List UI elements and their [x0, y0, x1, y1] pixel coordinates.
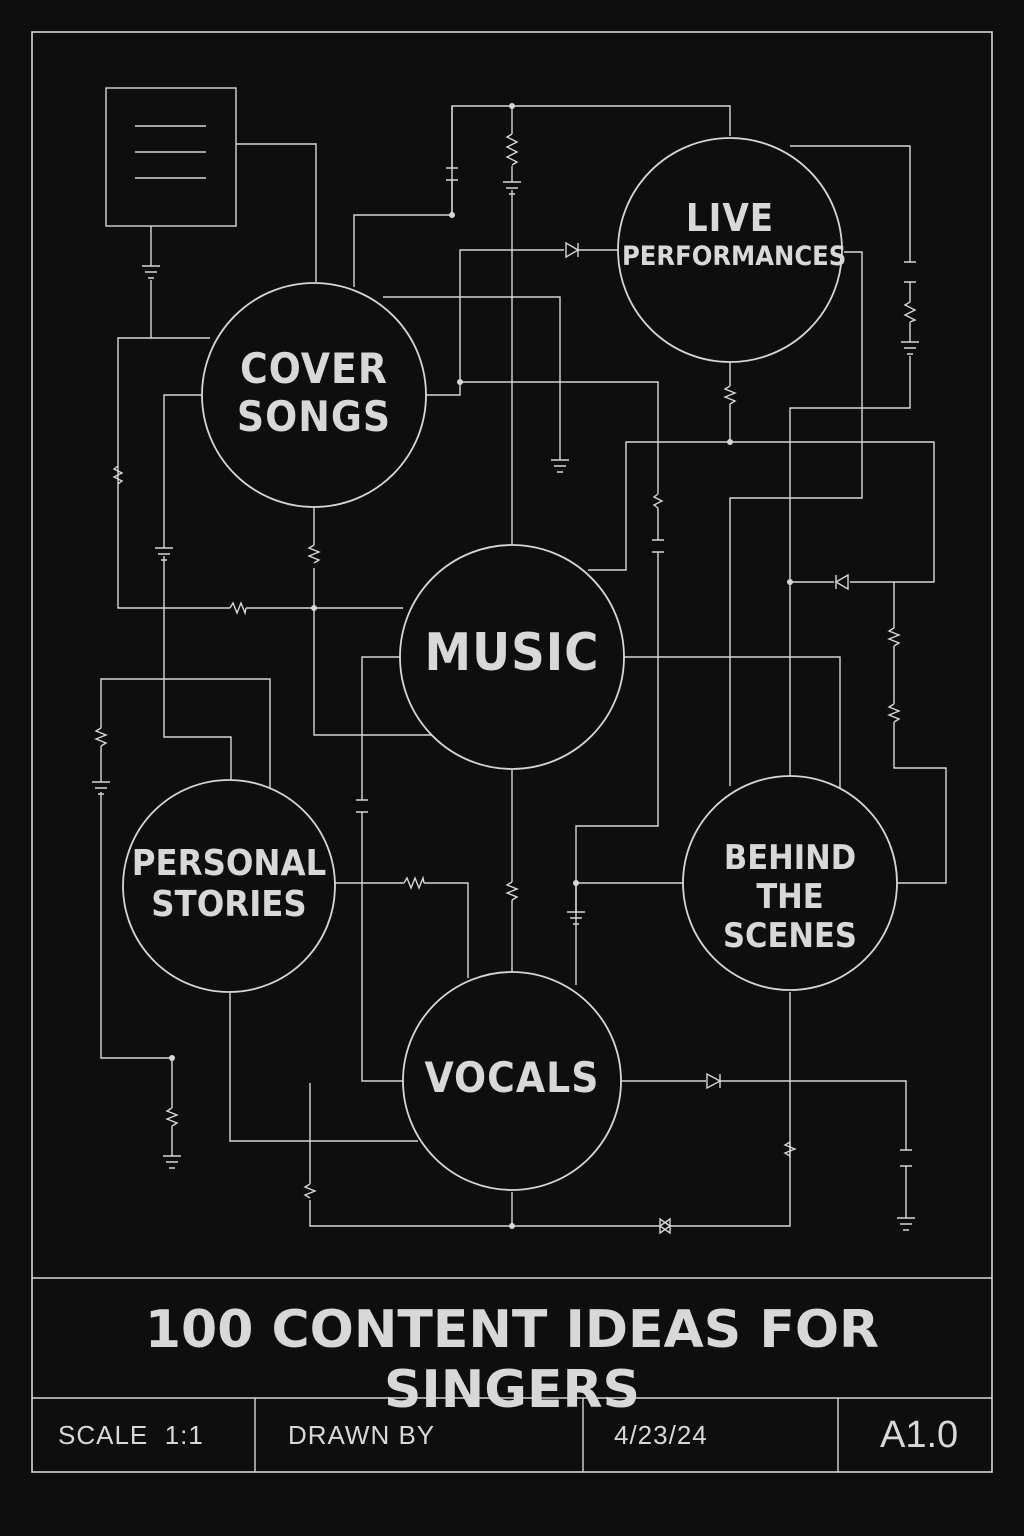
revision-field: A1.0 [880, 1414, 959, 1456]
behind-the-scenes-label-line1: BEHIND [723, 838, 857, 878]
personal-stories-label: PERSONAL STORIES [127, 843, 331, 926]
live-performances-node [617, 137, 843, 363]
live-performances-label-line1: LIVE [685, 196, 775, 240]
resistor-symbols [94, 133, 917, 1199]
date-field: 4/23/24 [614, 1420, 708, 1450]
vocals-label: VOCALS [412, 1053, 612, 1102]
personal-stories-node [122, 779, 336, 993]
vocals-label-line1: VOCALS [424, 1053, 600, 1102]
cover-songs-label: COVER SONGS [214, 344, 414, 442]
music-label: MUSIC [412, 623, 612, 684]
personal-stories-label-line2: STORIES [151, 884, 307, 926]
live-performances-label-line2: PERFORMANCES [622, 240, 847, 272]
capacitor-symbols [356, 167, 916, 1167]
live-performances-label: LIVE PERFORMANCES [622, 196, 847, 272]
cover-songs-label-line2: SONGS [236, 392, 392, 442]
vocals-node [402, 971, 622, 1191]
personal-stories-label-line1: PERSONAL [131, 843, 327, 884]
junction-dots [169, 103, 793, 1229]
cover-songs-node [201, 282, 427, 508]
behind-the-scenes-label: BEHIND THE SCENES [690, 838, 890, 957]
diode-symbols [565, 241, 849, 1235]
drawing-frame [31, 31, 993, 1473]
drawing-title: 100 CONTENT IDEAS FOR SINGERS [144, 1300, 880, 1420]
behind-the-scenes-node [682, 775, 898, 991]
scale-field: SCALE 1:1 [58, 1420, 204, 1450]
music-label-line1: MUSIC [424, 623, 600, 683]
music-node [399, 544, 625, 770]
document-icon [105, 87, 237, 227]
cover-songs-label-line1: COVER [240, 344, 388, 393]
ground-symbols [92, 181, 919, 1231]
behind-the-scenes-label-line2: THE SCENES [723, 877, 857, 957]
drawn-by-field: DRAWN BY [288, 1420, 436, 1450]
